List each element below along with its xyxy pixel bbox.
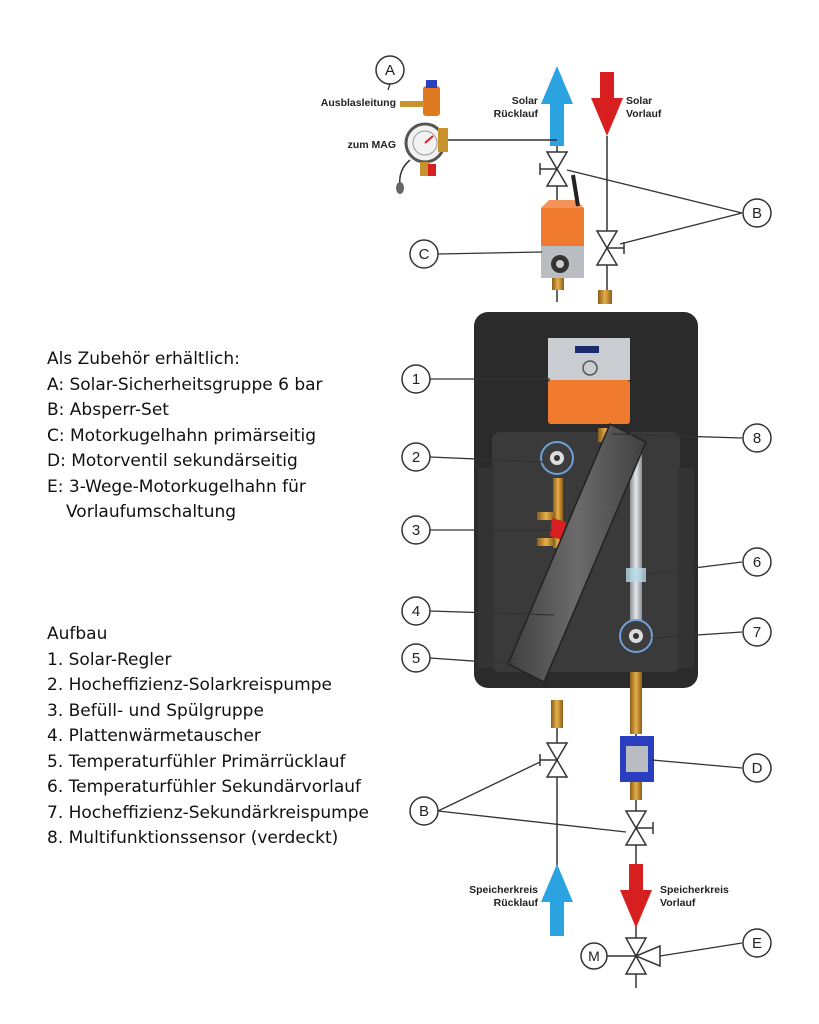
callout-circle-numbers bbox=[742, 547, 772, 577]
aufbau-item: 8. Multifunktionssensor (verdeckt) bbox=[47, 828, 339, 848]
aufbau-item: 3. Befüll- und Spülgruppe bbox=[47, 700, 264, 721]
callout-label-numbers: 3 bbox=[412, 522, 420, 539]
label-speicher-vorlauf-2: Vorlauf bbox=[660, 897, 696, 909]
callout-circle-letters bbox=[409, 239, 439, 269]
callout-label-numbers: 8 bbox=[753, 430, 761, 447]
solar-circuit-pump bbox=[540, 441, 574, 475]
aufbau-item: 6. Temperaturfühler Sekundärvorlauf bbox=[47, 777, 362, 797]
aufbau-item: 1. Solar-Regler bbox=[47, 649, 172, 670]
aufbau-item: 2. Hocheffizienz-Solarkreispumpe bbox=[47, 675, 332, 695]
solar-return-arrow bbox=[541, 66, 573, 146]
aufbau-item: 4. Plattenwärmetauscher bbox=[47, 726, 261, 746]
valve-m-callout: M bbox=[580, 942, 608, 970]
callout-label-numbers: 4 bbox=[412, 603, 420, 620]
callout-label-numbers: 1 bbox=[412, 371, 420, 388]
label-solar-ruecklauf-2: Rücklauf bbox=[494, 108, 539, 120]
aufbau-item: 5. Temperaturfühler Primärrücklauf bbox=[47, 751, 346, 772]
callout-circle-numbers bbox=[401, 643, 431, 673]
accessories-title: Als Zubehör erhältlich: bbox=[47, 349, 240, 369]
secondary-flow-sensor bbox=[626, 568, 646, 582]
shutoff-valve-return-top bbox=[539, 151, 569, 187]
callout-label-numbers: 5 bbox=[412, 650, 420, 667]
callout-circle-numbers bbox=[401, 364, 431, 394]
solar-flow-arrow bbox=[591, 72, 623, 136]
callout-label-numbers: 2 bbox=[412, 449, 420, 466]
callout-circle-numbers bbox=[401, 596, 431, 626]
callout-circle-letters bbox=[742, 928, 772, 958]
safety-group bbox=[396, 80, 448, 194]
label-zum-mag: zum MAG bbox=[348, 139, 396, 151]
callout-label-numbers: 7 bbox=[753, 624, 761, 641]
valve-m-label: M bbox=[588, 948, 600, 964]
accessories-legend: Als Zubehör erhältlich: A: Solar-Sicherh… bbox=[47, 347, 323, 526]
label-speicher-ruecklauf-2: Rücklauf bbox=[494, 897, 539, 909]
secondary-circuit-pump bbox=[619, 619, 653, 653]
callout-label-letters: B bbox=[419, 803, 429, 820]
flow-fitting-top bbox=[598, 290, 612, 304]
label-solar-vorlauf-2: Vorlauf bbox=[626, 108, 662, 120]
storage-flow-arrow bbox=[620, 864, 652, 928]
accessories-item: D: Motorventil sekundärseitig bbox=[47, 451, 298, 471]
motor-valve-secondary bbox=[620, 736, 654, 800]
shutoff-valve-flow-top bbox=[595, 230, 625, 266]
accessories-item: B: Absperr-Set bbox=[47, 400, 169, 420]
callout-circle-numbers bbox=[742, 617, 772, 647]
label-solar-vorlauf-1: Solar bbox=[626, 95, 652, 107]
leader-lines bbox=[387, 77, 743, 957]
accessories-item: C: Motorkugelhahn primärseitig bbox=[47, 425, 317, 446]
aufbau-title: Aufbau bbox=[47, 624, 108, 644]
plate-heat-exchanger bbox=[507, 422, 647, 684]
callout-circle-letters bbox=[409, 796, 439, 826]
storage-return-arrow bbox=[541, 864, 573, 936]
shutoff-valve-flow-bottom bbox=[624, 810, 654, 846]
aufbau-legend: Aufbau 1. Solar-Regler 2. Hocheffizienz-… bbox=[47, 622, 369, 852]
motor-ball-valve bbox=[541, 174, 584, 290]
solar-controller bbox=[548, 338, 630, 424]
return-fitting-bottom bbox=[551, 700, 563, 728]
label-ausblasleitung: Ausblasleitung bbox=[321, 97, 396, 109]
three-way-motor-valve bbox=[606, 937, 661, 975]
callout-circle-numbers bbox=[401, 515, 431, 545]
aufbau-item: 7. Hocheffizienz-Sekundärkreispumpe bbox=[47, 802, 369, 823]
callout-label-letters: A bbox=[385, 62, 395, 79]
shutoff-valve-return-bottom bbox=[539, 742, 569, 778]
callout-label-numbers: 6 bbox=[753, 554, 761, 571]
flow-fitting-bottom bbox=[630, 672, 642, 734]
callout-circle-numbers bbox=[401, 442, 431, 472]
callout-label-letters: C bbox=[419, 246, 430, 263]
label-solar-ruecklauf-1: Solar bbox=[512, 95, 538, 107]
fill-flush-group bbox=[537, 478, 566, 548]
callout-circle-letters bbox=[742, 753, 772, 783]
accessories-item: E: 3-Wege-Motorkugelhahn für bbox=[47, 476, 306, 497]
callout-group: A B B C D E 1 2 3 4 5 6 7 8 bbox=[375, 55, 772, 958]
callout-label-letters: D bbox=[752, 760, 763, 777]
callout-circle-letters bbox=[742, 198, 772, 228]
callout-label-letters: B bbox=[752, 205, 762, 222]
accessories-item: Vorlaufumschaltung bbox=[66, 502, 237, 522]
callout-circle-letters bbox=[375, 55, 405, 85]
accessories-item: A: Solar-Sicherheitsgruppe 6 bar bbox=[47, 374, 323, 395]
label-speicher-vorlauf-1: Speicherkreis bbox=[660, 884, 729, 896]
label-speicher-ruecklauf-1: Speicherkreis bbox=[469, 884, 538, 896]
callout-circle-numbers bbox=[742, 423, 772, 453]
callout-label-letters: E bbox=[752, 935, 762, 952]
